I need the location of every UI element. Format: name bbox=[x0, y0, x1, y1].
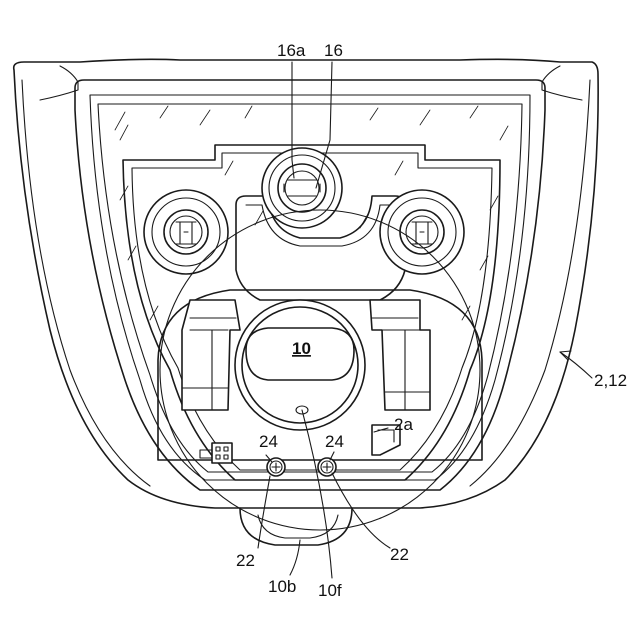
bottom-protrusion-10b bbox=[240, 508, 352, 545]
right-knob bbox=[380, 190, 464, 274]
post-16 bbox=[262, 148, 342, 228]
label-24-left: 24 bbox=[259, 432, 278, 451]
label-2-12: 2,12 bbox=[594, 371, 627, 390]
left-bracket bbox=[182, 300, 240, 410]
label-16a: 16a bbox=[277, 41, 306, 60]
label-10f: 10f bbox=[318, 581, 342, 600]
label-24-right: 24 bbox=[325, 432, 344, 451]
outer-housing bbox=[14, 59, 598, 508]
main-ring-10 bbox=[235, 300, 365, 430]
label-10b: 10b bbox=[268, 577, 296, 596]
label-16: 16 bbox=[324, 41, 343, 60]
screw-right bbox=[318, 458, 336, 476]
label-22-right: 22 bbox=[390, 545, 409, 564]
left-knob bbox=[144, 190, 228, 274]
screw-left bbox=[267, 458, 285, 476]
label-10: 10 bbox=[292, 339, 311, 358]
label-2a: 2a bbox=[394, 415, 413, 434]
label-22-left: 22 bbox=[236, 551, 255, 570]
right-bracket bbox=[370, 300, 430, 410]
